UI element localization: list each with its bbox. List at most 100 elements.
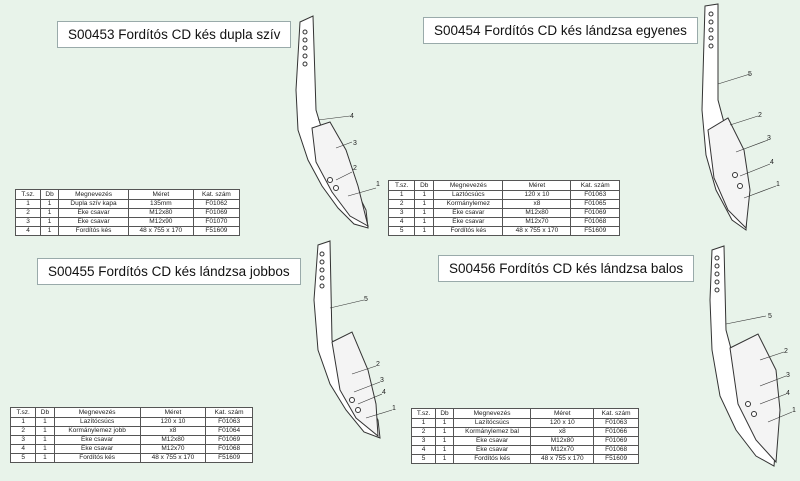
col-header: T.sz. [14, 189, 42, 200]
cell: Kormánylemez jobb [53, 426, 141, 436]
cell: 1 [40, 208, 60, 218]
cell: M12x80 [127, 208, 194, 218]
cell: F01069 [593, 436, 639, 446]
cell: 1 [414, 199, 435, 209]
cell: F01063 [205, 417, 253, 427]
callout-2-1: 1 [776, 181, 780, 188]
cell: Eke csavar [58, 217, 129, 227]
cell: 1 [35, 453, 55, 463]
cell: 1 [435, 427, 454, 437]
table-header-row: T.sz. Db Megnevezés Méret Kat. szám [14, 189, 241, 200]
callout-2-5: 5 [748, 71, 752, 78]
col-header: Kat. szám [593, 408, 639, 419]
cell: 1 [435, 445, 454, 455]
cell: 48 x 755 x 170 [127, 226, 194, 236]
col-header: Kat. szám [570, 180, 620, 191]
cell: F01063 [593, 418, 639, 428]
cell: 120 x 10 [530, 418, 595, 428]
cell: M12x70 [530, 445, 595, 455]
cell: 4 [387, 217, 416, 227]
cell: x8 [530, 427, 595, 437]
cell: F01068 [593, 445, 639, 455]
panel-3-title: S00455 Fordítós CD kés lándzsa jobbos [37, 258, 301, 285]
cell: 1 [40, 217, 60, 227]
col-header: Db [40, 189, 60, 200]
cell: 120 x 10 [502, 190, 572, 200]
cell: F51609 [593, 454, 639, 464]
drawing-2 [701, 3, 777, 231]
cell: 1 [435, 418, 454, 428]
callout-1-4: 4 [350, 113, 354, 120]
col-header: Kat. szám [205, 407, 253, 418]
cell: Lazítócsúcs [452, 418, 532, 428]
cell: 3 [410, 436, 437, 446]
cell: Fordítós kés [433, 226, 504, 236]
cell: F01066 [593, 427, 639, 437]
callout-4-4: 4 [786, 390, 790, 397]
panel-4-title: S00456 Fordítós CD kés lándzsa balos [438, 255, 695, 282]
cell: F51609 [205, 453, 253, 463]
cell: 1 [35, 417, 55, 427]
cell: Fordítós kés [58, 226, 129, 236]
cell: 3 [14, 217, 42, 227]
cell: F01070 [192, 217, 241, 227]
cell: 1 [414, 226, 435, 236]
cell: F01064 [205, 426, 253, 436]
cell: F01065 [570, 199, 620, 209]
col-header: Méret [127, 189, 194, 200]
cell: x8 [502, 199, 572, 209]
callout-4-2: 2 [784, 348, 788, 355]
cell: 2 [387, 199, 416, 209]
cell: 1 [414, 217, 435, 227]
cell: F01063 [570, 190, 620, 200]
cell: M12x80 [139, 435, 207, 445]
col-header: Db [35, 407, 55, 418]
cell: 1 [410, 418, 437, 428]
cell: F01062 [192, 199, 241, 209]
cell: 1 [387, 190, 416, 200]
callout-4-5: 5 [768, 313, 772, 320]
table-header-row: T.sz. Db Megnevezés Méret Kat. szám [387, 180, 620, 191]
col-header: T.sz. [9, 407, 37, 418]
cell: 1 [14, 199, 42, 209]
callout-3-2: 2 [376, 361, 380, 368]
callout-2-3: 3 [767, 135, 771, 142]
cell: F51609 [192, 226, 241, 236]
drawing-1 [295, 15, 377, 229]
cell: 2 [9, 426, 37, 436]
cell: 1 [435, 454, 454, 464]
col-header: Kat. szám [192, 189, 241, 200]
cell: Eke csavar [433, 217, 504, 227]
cell: M12x90 [127, 217, 194, 227]
cell: 120 x 10 [139, 417, 207, 427]
cell: 3 [387, 208, 416, 218]
cell: 2 [410, 427, 437, 437]
cell: x8 [139, 426, 207, 436]
cell: 2 [14, 208, 42, 218]
cell: 135mm [127, 199, 194, 209]
cell: 48 x 755 x 170 [502, 226, 572, 236]
cell: M12x70 [502, 217, 572, 227]
cell: 3 [9, 435, 37, 445]
cell: Kormánylemez [433, 199, 504, 209]
cell: Laztócsúcs [433, 190, 504, 200]
cell: F01069 [570, 208, 620, 218]
cell: Dupla szív kapa [58, 199, 129, 209]
cell: F01068 [570, 217, 620, 227]
cell: Fordítós kés [53, 453, 141, 463]
callout-3-4: 4 [382, 389, 386, 396]
